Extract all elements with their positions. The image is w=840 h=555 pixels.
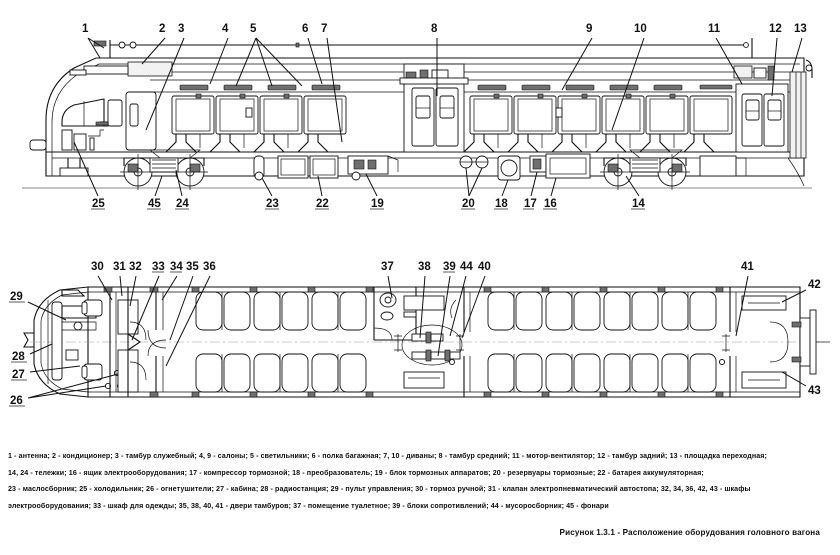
legend-block: 1 - антенна; 2 - кондиционер; 3 - тамбур… bbox=[8, 448, 834, 514]
air-conditioner-unit bbox=[69, 61, 173, 77]
plan-view-group bbox=[23, 275, 830, 399]
callout-22: 22 bbox=[316, 198, 329, 210]
callout-25: 25 bbox=[92, 198, 105, 210]
middle-vestibule bbox=[399, 63, 469, 153]
callout-8: 8 bbox=[431, 23, 438, 35]
callout-6: 6 bbox=[302, 23, 308, 35]
saloon-two-windows bbox=[469, 95, 733, 135]
storage-battery-box bbox=[277, 155, 339, 179]
callout-14: 14 bbox=[632, 198, 645, 210]
technical-drawing-railcar: 1 2 3 4 5 6 7 8 9 10 11 12 13 25 45 24 2… bbox=[9, 23, 830, 407]
callout-12: 12 bbox=[769, 23, 782, 35]
plan-mid-vestibule-doors bbox=[403, 287, 471, 397]
plan-body-outline bbox=[87, 286, 801, 398]
rear-vestibule bbox=[735, 83, 789, 153]
callout-31: 31 bbox=[113, 261, 126, 273]
callout-39: 39 bbox=[443, 261, 456, 273]
callout-underlines-plan bbox=[9, 271, 455, 407]
callout-13: 13 bbox=[794, 23, 807, 35]
callout-19: 19 bbox=[371, 198, 384, 210]
callout-42: 42 bbox=[808, 279, 821, 291]
callout-27: 27 bbox=[12, 369, 25, 381]
cab-plan-equipment bbox=[47, 289, 124, 390]
plan-window-mullions-rear bbox=[483, 286, 724, 398]
figure-caption: Рисунок 1.3.1 - Расположение оборудовани… bbox=[559, 528, 820, 537]
callout-38: 38 bbox=[418, 261, 431, 273]
luggage-rack-and-lamps bbox=[179, 84, 341, 91]
brake-apparatus-block bbox=[347, 155, 399, 181]
callout-30: 30 bbox=[91, 261, 104, 273]
saloon-two-seats bbox=[462, 134, 716, 153]
saloon-two-luggage-racks bbox=[477, 84, 733, 91]
callout-24: 24 bbox=[176, 198, 189, 210]
callout-23: 23 bbox=[266, 198, 279, 210]
callout-36: 36 bbox=[203, 261, 216, 273]
legend-line-2: 14, 24 - тележки; 16 - ящик электрообору… bbox=[8, 468, 704, 477]
cab-windscreen bbox=[61, 98, 105, 127]
front-coupler bbox=[29, 139, 89, 177]
callout-33: 33 bbox=[152, 261, 165, 273]
brake-reservoirs bbox=[459, 155, 489, 169]
callout-labels: 1 2 3 4 5 6 7 8 9 10 11 12 13 25 45 24 2… bbox=[9, 23, 821, 407]
motor-ventilator-unit bbox=[733, 65, 775, 81]
side-elevation-group bbox=[22, 37, 813, 197]
callout-34: 34 bbox=[170, 261, 183, 273]
cab-side-window bbox=[107, 99, 123, 127]
converter-unit bbox=[497, 155, 521, 181]
callout-4: 4 bbox=[222, 23, 229, 35]
plan-saloon-two-seats bbox=[487, 291, 717, 393]
cab-interior-equipment bbox=[61, 121, 109, 151]
plan-rear-gangway bbox=[791, 309, 830, 375]
saloon-two-grab-poles bbox=[493, 93, 676, 99]
saloon-one-windows bbox=[171, 95, 347, 135]
callout-11: 11 bbox=[708, 23, 721, 35]
callout-45: 45 bbox=[148, 198, 161, 210]
callout-9: 9 bbox=[586, 23, 592, 35]
plan-nose-inner bbox=[40, 291, 89, 393]
callout-28: 28 bbox=[12, 351, 25, 363]
callout-44: 44 bbox=[460, 261, 473, 273]
legend-line-3: 23 - маслосборник; 25 - холодильник; 26 … bbox=[8, 485, 751, 493]
callout-17: 17 bbox=[524, 198, 537, 210]
callout-1: 1 bbox=[82, 23, 89, 35]
callout-18: 18 bbox=[495, 198, 508, 210]
brake-compressor-and-electrical-box bbox=[529, 153, 591, 179]
plan-window-mullions bbox=[191, 286, 374, 398]
seat-grab-poles bbox=[195, 93, 290, 99]
bogie-rear bbox=[600, 149, 690, 190]
service-vestibule-door bbox=[125, 91, 157, 151]
gangway-platform bbox=[787, 59, 813, 187]
callout-16: 16 bbox=[544, 198, 557, 210]
callout-3: 3 bbox=[178, 23, 184, 35]
callout-7: 7 bbox=[321, 23, 327, 35]
rear-underframe-equipment bbox=[699, 155, 747, 177]
antenna-assembly bbox=[93, 38, 753, 58]
plan-front-coupler bbox=[23, 332, 34, 348]
bogie-front bbox=[120, 149, 208, 190]
plan-view-leaders bbox=[27, 275, 807, 399]
resistor-blocks-and-waste-bin bbox=[394, 324, 463, 366]
callout-5: 5 bbox=[250, 23, 257, 35]
callout-26: 26 bbox=[10, 395, 23, 407]
legend-line-4: электрооборудования; 33 - шкаф для одежд… bbox=[8, 501, 609, 510]
callout-32: 32 bbox=[129, 261, 142, 273]
callout-41: 41 bbox=[741, 261, 754, 273]
callout-43: 43 bbox=[808, 385, 821, 397]
callout-20: 20 bbox=[462, 198, 475, 210]
plan-rear-vestibule bbox=[718, 287, 789, 397]
plan-service-vestibule bbox=[103, 286, 147, 397]
oil-collector bbox=[253, 155, 265, 181]
car-body-outline bbox=[45, 57, 805, 177]
callout-35: 35 bbox=[186, 261, 199, 273]
callout-29: 29 bbox=[10, 291, 23, 303]
saloon-one-seats bbox=[164, 134, 330, 153]
callout-37: 37 bbox=[381, 261, 394, 273]
legend-line-1: 1 - антенна; 2 - кондиционер; 3 - тамбур… bbox=[8, 452, 767, 460]
side-view-leaders bbox=[73, 37, 803, 197]
callout-10: 10 bbox=[634, 23, 647, 35]
plan-saloon-one-seats bbox=[195, 291, 367, 393]
callout-40: 40 bbox=[478, 261, 491, 273]
callout-2: 2 bbox=[159, 23, 165, 35]
